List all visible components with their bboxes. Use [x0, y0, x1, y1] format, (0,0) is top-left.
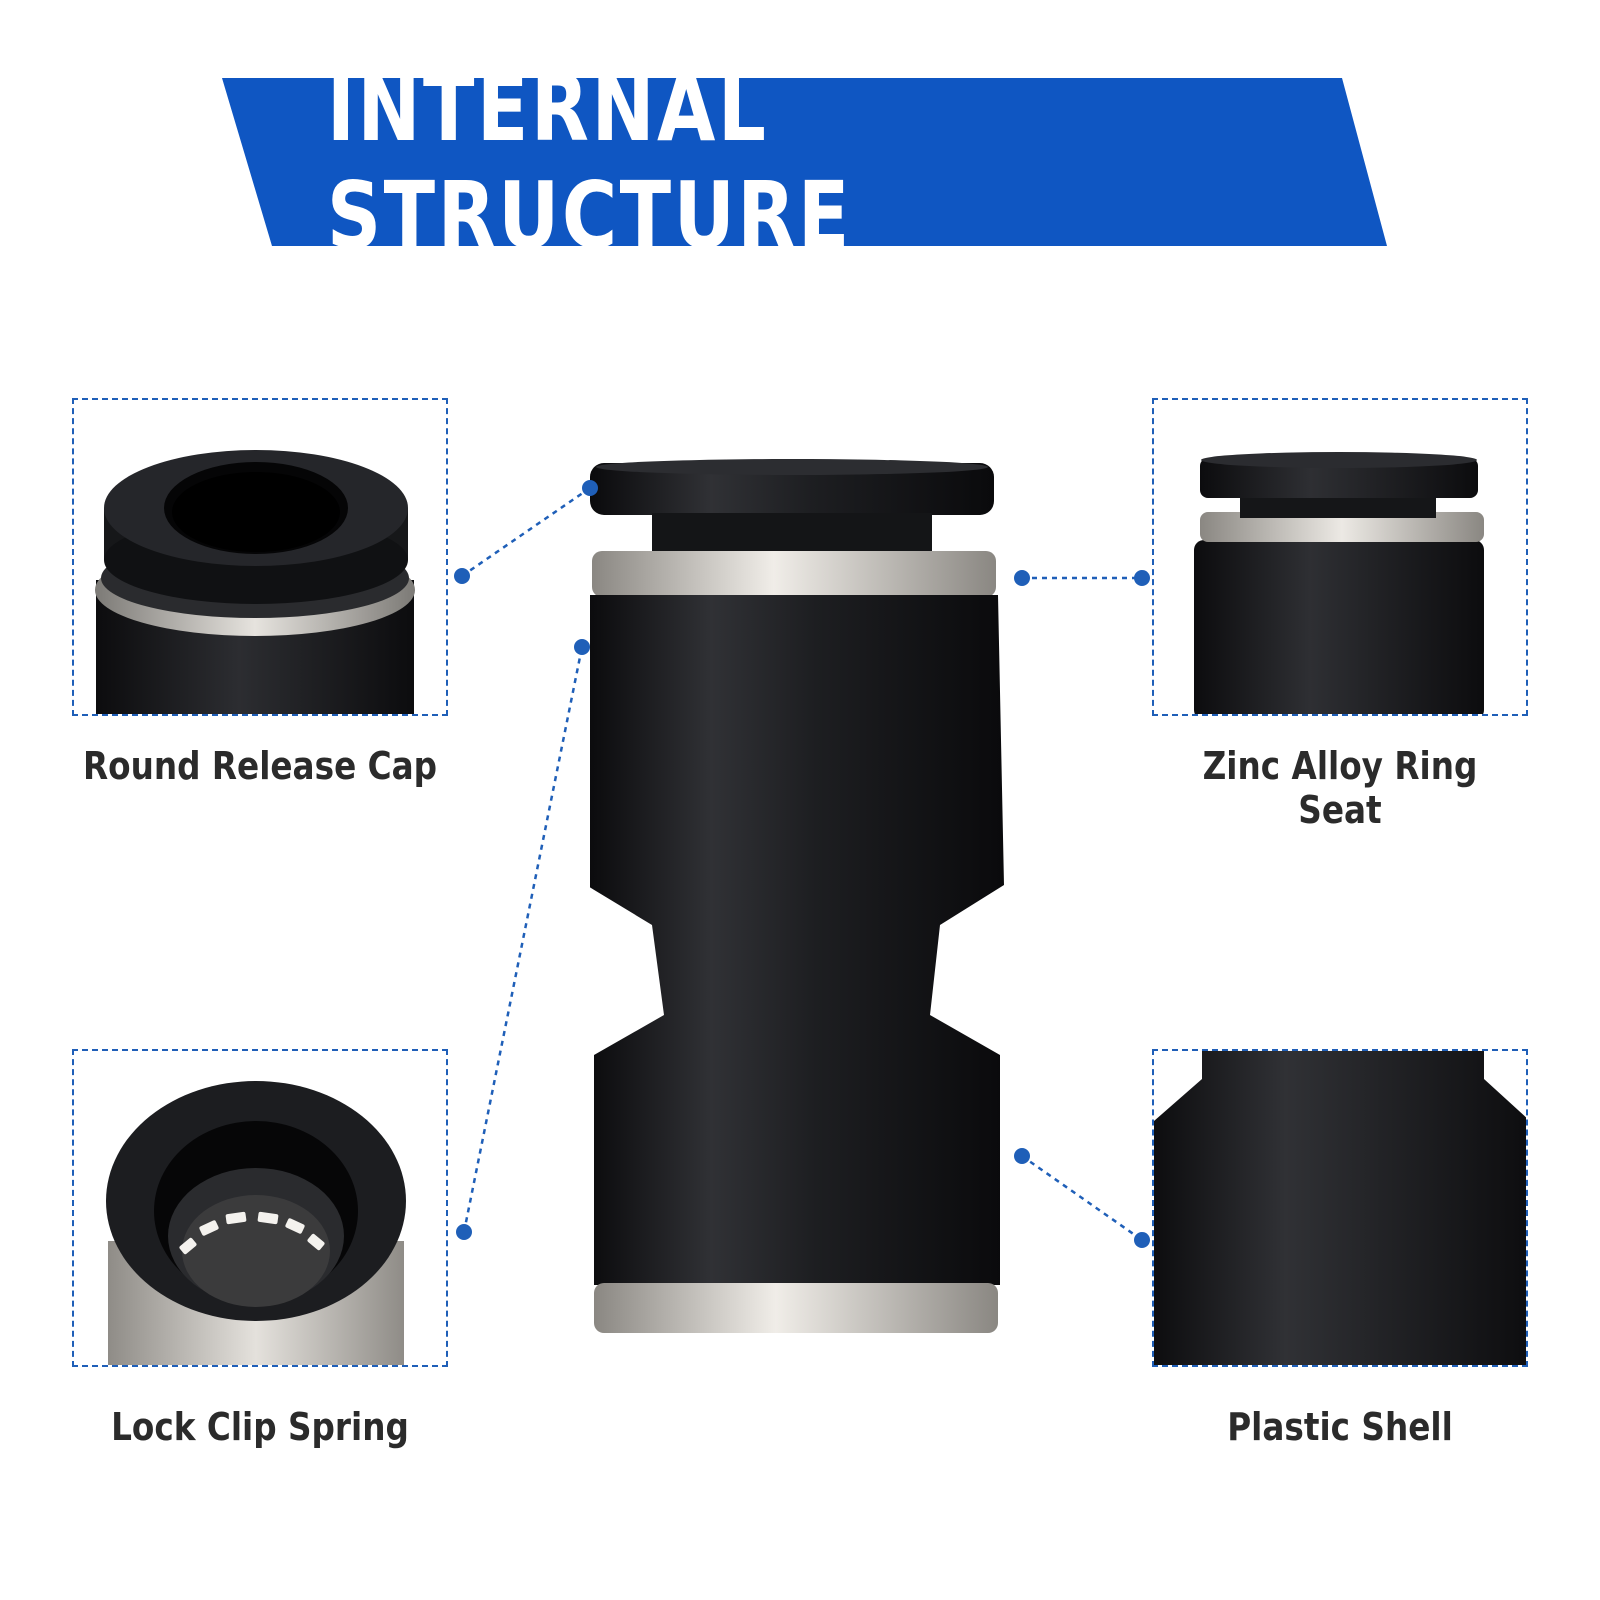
label-plastic-shell: Plastic Shell [1227, 1405, 1453, 1449]
label-lock-clip: Lock Clip Spring [111, 1405, 409, 1449]
callout-dot-clip-box [456, 1224, 472, 1240]
release-cap-image [95, 450, 415, 714]
label-release-cap: Round Release Cap [82, 744, 438, 788]
callout-dot-shell-box [1134, 1232, 1150, 1248]
detail-box-lock-clip [72, 1049, 448, 1367]
detail-box-plastic-shell [1152, 1049, 1528, 1367]
callout-dot-cap-box [454, 568, 470, 584]
detail-box-release-cap [72, 398, 448, 716]
banner-background [222, 78, 1387, 246]
lock-clip-image [106, 1081, 406, 1365]
callout-dot-ring-box [1134, 570, 1150, 586]
callout-dot-shell [1014, 1148, 1030, 1164]
main-fitting-image [590, 459, 1004, 1333]
title-banner: INTERNAL STRUCTURE [222, 55, 1387, 269]
ring-seat-image [1194, 452, 1484, 714]
banner-title: INTERNAL STRUCTURE [326, 55, 852, 269]
callout-dot-ring [1014, 570, 1030, 586]
label-ring-seat: Zinc Alloy Ring Seat [1202, 744, 1478, 832]
plastic-shell-image [1154, 1051, 1526, 1365]
detail-box-ring-seat [1152, 398, 1528, 716]
callout-dot-clip [574, 639, 590, 655]
